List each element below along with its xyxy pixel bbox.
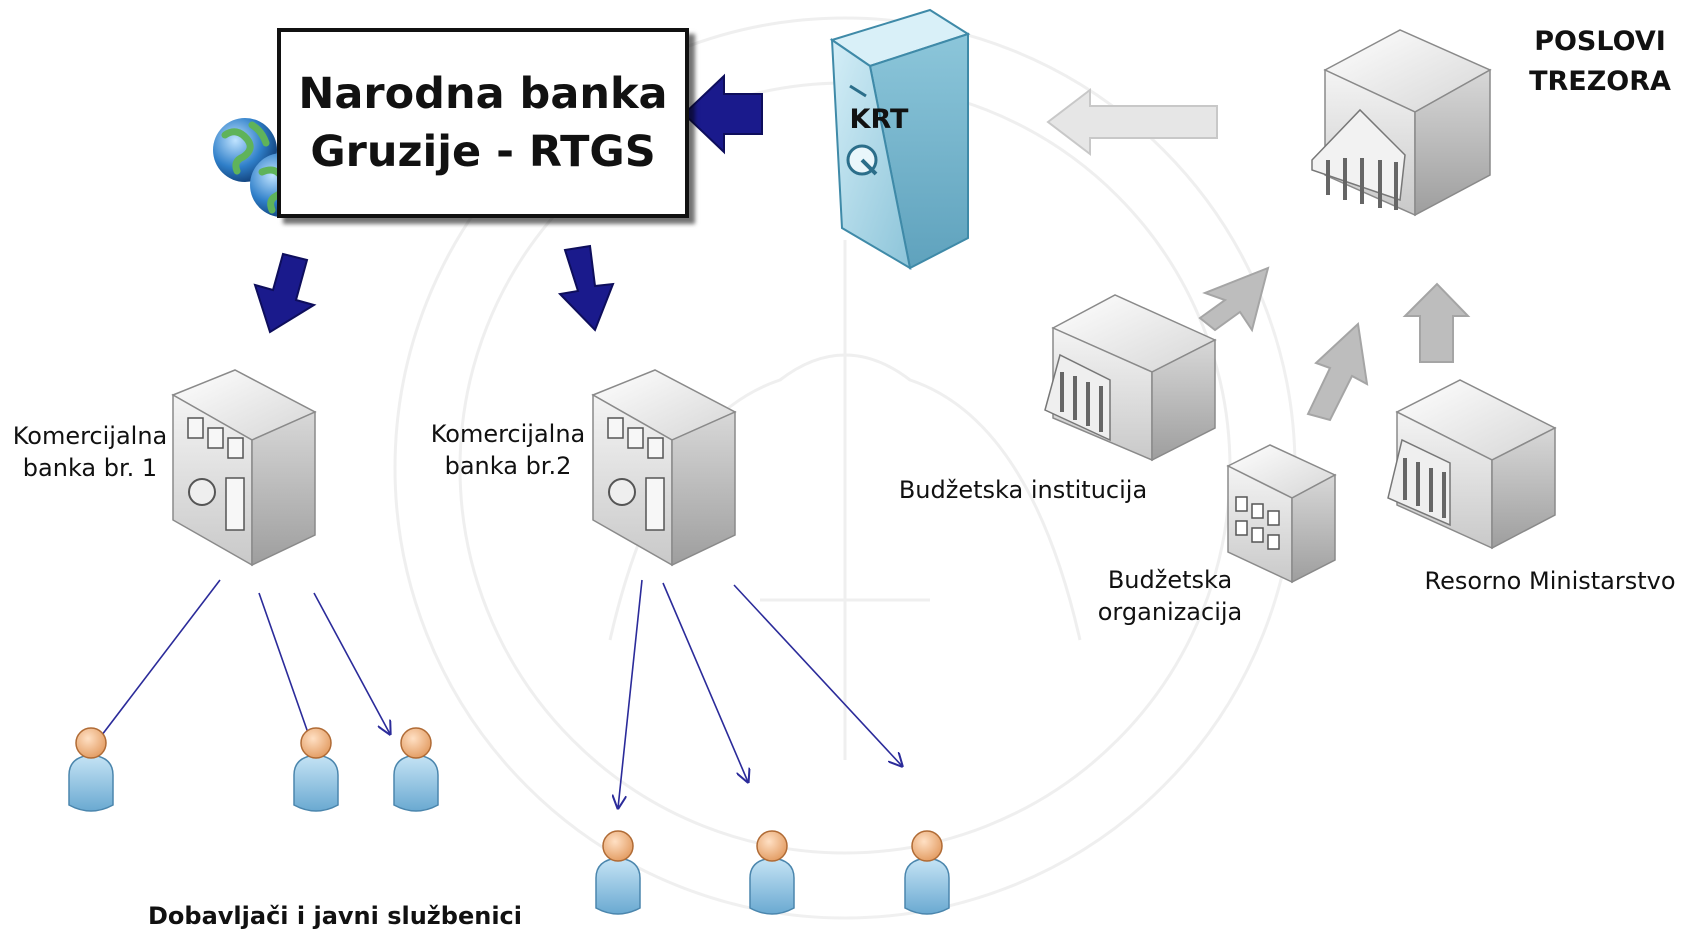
- person-icon: [595, 830, 641, 915]
- budget-organization-line1: Budžetska: [1107, 566, 1233, 594]
- thin-arrows-bank-1: [92, 579, 390, 750]
- thin-arrows-bank-2: [618, 579, 902, 808]
- arrow-icon: [662, 582, 748, 782]
- treasury-label-line2: TREZORA: [1529, 66, 1671, 97]
- arrow-icon: [1198, 266, 1270, 333]
- bank-2-label-line2: banka br.2: [444, 452, 572, 480]
- central-bank-title-line1: Narodna banka: [298, 69, 668, 119]
- central-bank-box: Narodna banka Gruzije - RTGS: [277, 28, 689, 218]
- office-building-icon: [1226, 444, 1337, 584]
- bank-2-label-line1: Komercijalna: [430, 420, 586, 448]
- government-building-icon: [1387, 379, 1557, 550]
- bank-1-label-line2: banka br. 1: [22, 454, 158, 482]
- budget-institution-label: Budžetska institucija: [898, 476, 1148, 504]
- person-icon: [68, 727, 114, 812]
- arrow-icon: [92, 579, 221, 748]
- bank-1-label: Komercijalna banka br. 1: [0, 420, 180, 484]
- budget-organization-line2: organizacija: [1097, 598, 1243, 626]
- bank-2-label: Komercijalna banka br.2: [418, 418, 598, 482]
- recipients-label: Dobavljači i javni službenici: [148, 902, 522, 930]
- government-building-icon: [1311, 29, 1492, 217]
- arrow-icon: [253, 252, 317, 334]
- bank-building-icon: [171, 369, 317, 567]
- arrow-icon: [682, 73, 763, 155]
- treasury-label-line1: POSLOVI: [1534, 26, 1666, 57]
- arrow-icon: [557, 244, 615, 332]
- ministry-label: Resorno Ministarstvo: [1424, 567, 1676, 595]
- arrow-icon: [1402, 282, 1471, 363]
- government-building-icon: [1044, 294, 1217, 462]
- safe-icon: [829, 8, 971, 270]
- person-icon: [749, 830, 795, 915]
- person-icon: [904, 830, 950, 915]
- arrow-icon: [1306, 321, 1369, 422]
- budget-organization-label: Budžetska organizacija: [1090, 564, 1250, 628]
- central-bank-title-line2: Gruzije - RTGS: [310, 127, 656, 177]
- arrow-icon: [258, 592, 314, 750]
- arrow-icon: [618, 579, 643, 808]
- arrow-icon: [733, 584, 902, 766]
- arrow-icon: [1046, 87, 1218, 157]
- treasury-label: POSLOVI TREZORA: [1515, 22, 1685, 102]
- person-icon: [293, 727, 339, 812]
- arrow-icon: [313, 592, 390, 734]
- person-icon: [393, 727, 439, 812]
- bank-building-icon: [591, 369, 737, 567]
- krt-label: KRT: [849, 104, 909, 135]
- bank-1-label-line1: Komercijalna: [12, 422, 168, 450]
